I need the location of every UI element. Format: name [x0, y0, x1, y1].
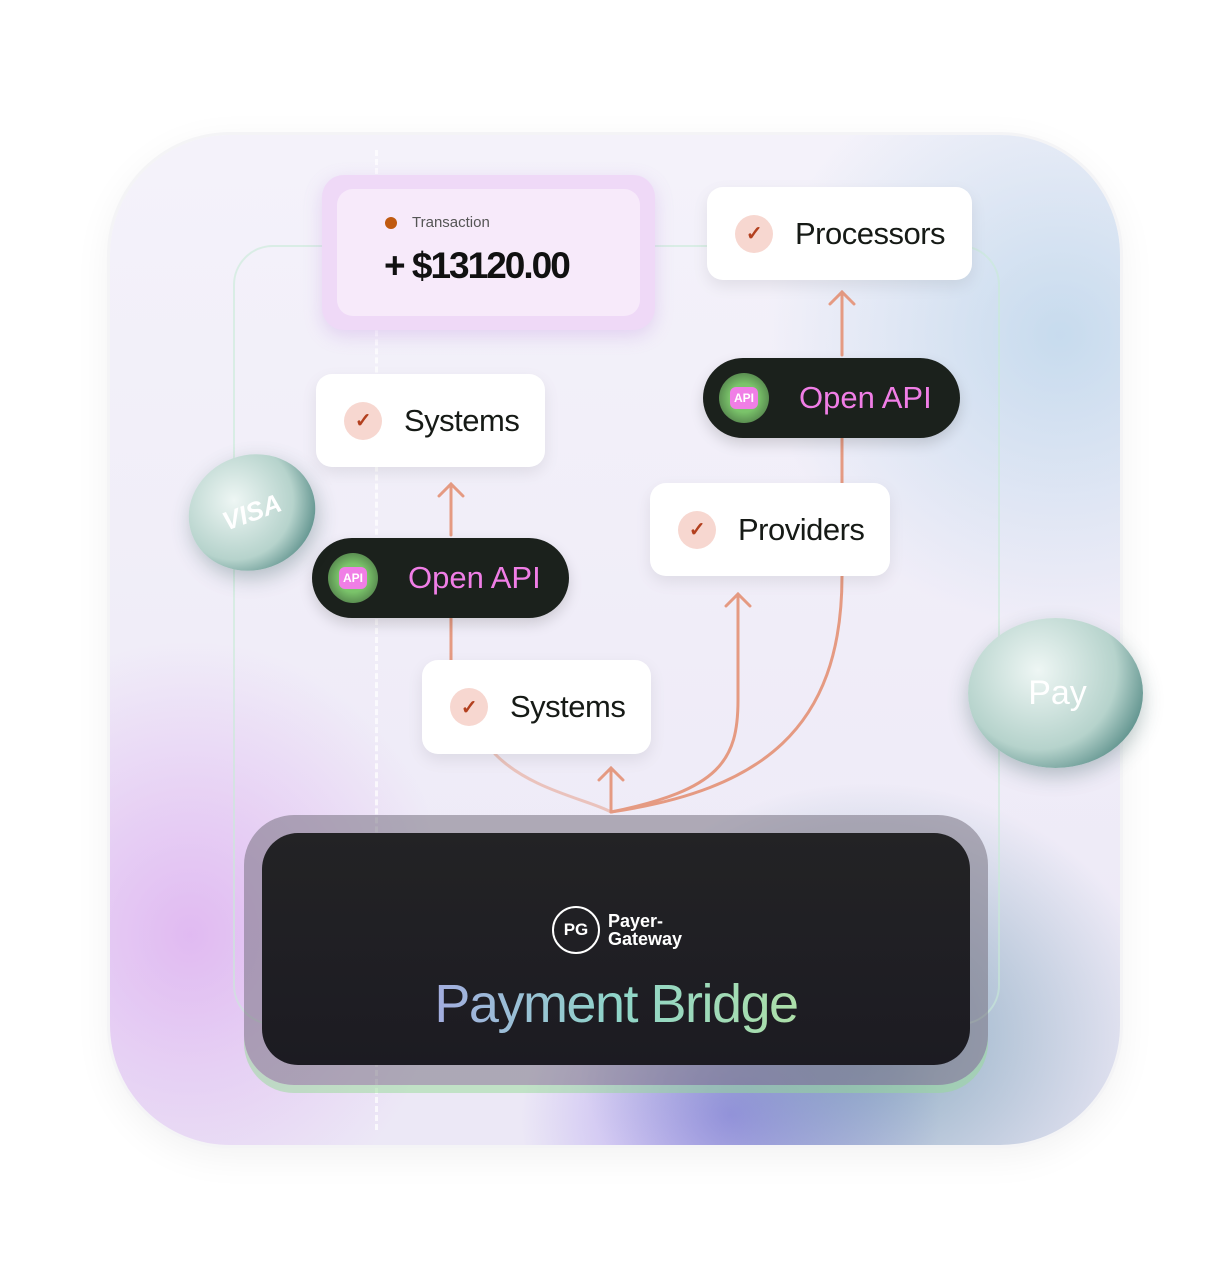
- node-label: Open API: [408, 560, 541, 595]
- apple-pay-text: Pay: [1028, 673, 1087, 712]
- payment-bridge-frame: PG Payer-Gateway Payment Bridge: [244, 815, 988, 1085]
- brand-name-bottom: Gateway: [608, 929, 683, 949]
- payer-gateway-brand: PG Payer-Gateway: [552, 906, 682, 954]
- payer-gateway-logo-icon: PG: [552, 906, 600, 954]
- node-providers[interactable]: ✓ Providers: [650, 483, 890, 576]
- node-label: Open API: [799, 380, 932, 415]
- arrow-to-providers: [609, 591, 752, 814]
- node-open-api-right[interactable]: API Open API: [703, 358, 960, 438]
- api-badge: API: [338, 567, 367, 589]
- api-badge: API: [729, 387, 758, 409]
- transaction-amount: + $13120.00: [384, 245, 571, 286]
- node-processors[interactable]: ✓ Processors: [707, 187, 972, 280]
- node-label: Processors: [795, 215, 946, 251]
- node-systems-bottom[interactable]: ✓ Systems: [422, 660, 651, 754]
- check-icon: ✓: [678, 510, 716, 549]
- node-label: Providers: [738, 511, 865, 547]
- visa-logo-text: VISA: [218, 487, 286, 537]
- status-dot-icon: [385, 217, 397, 229]
- node-label: Systems: [404, 402, 520, 438]
- connector-line: [609, 574, 844, 814]
- node-label: Systems: [510, 689, 626, 724]
- api-icon: API: [719, 373, 769, 423]
- apple-pay-coin: Pay: [968, 618, 1143, 768]
- check-icon: ✓: [735, 214, 773, 253]
- arrow-to-systems-top: [437, 481, 465, 537]
- node-systems-top[interactable]: ✓ Systems: [316, 374, 545, 467]
- brand-name-top: Payer-: [608, 911, 664, 931]
- payment-bridge: PG Payer-Gateway Payment Bridge: [262, 833, 970, 1065]
- api-icon: API: [328, 553, 378, 603]
- brand-name: Payer-Gateway: [608, 912, 682, 948]
- connector-line: [493, 752, 613, 814]
- arrow-to-systems-bottom: [597, 765, 625, 814]
- transaction-card-inner: Transaction + $13120.00: [337, 189, 640, 316]
- check-icon: ✓: [450, 688, 488, 726]
- transaction-label: Transaction: [412, 214, 490, 231]
- arrow-to-processors: [828, 289, 856, 357]
- node-open-api-left[interactable]: API Open API: [312, 538, 569, 618]
- dashed-guide: [375, 150, 378, 1130]
- transaction-card: Transaction + $13120.00: [322, 175, 655, 330]
- payment-bridge-title: Payment Bridge: [262, 973, 970, 1035]
- check-icon: ✓: [344, 401, 382, 440]
